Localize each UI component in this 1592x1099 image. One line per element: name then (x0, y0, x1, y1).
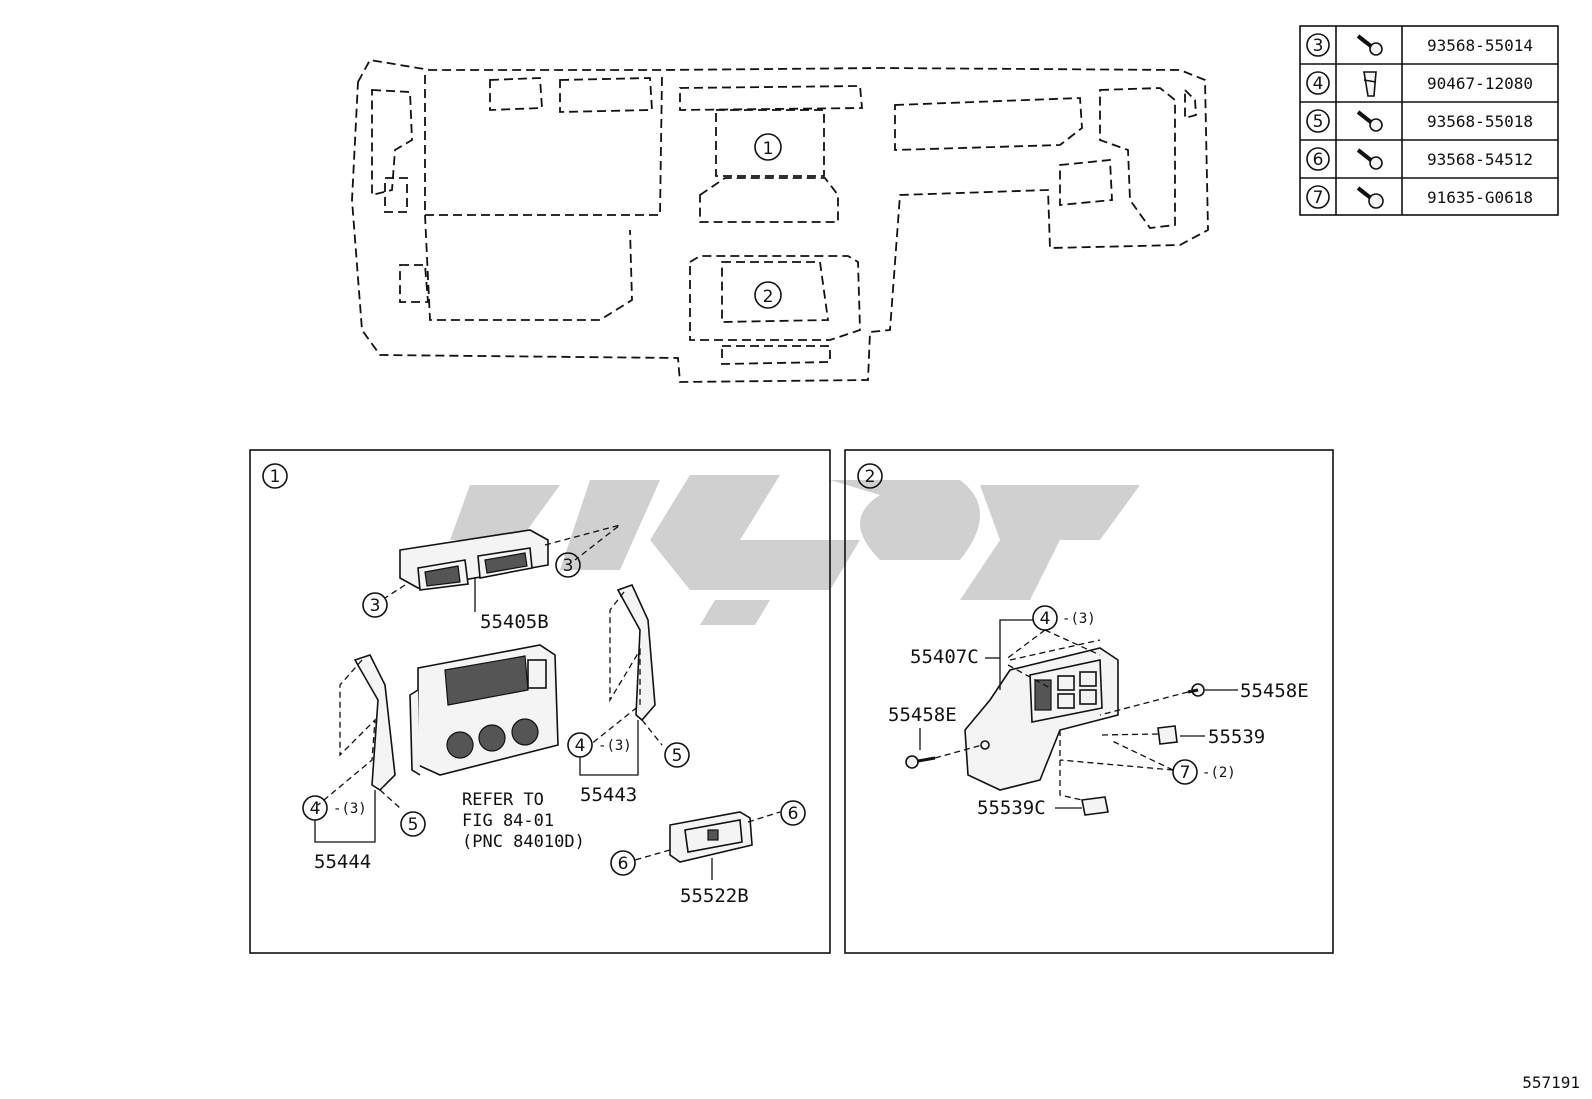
table-ref: 7 (1313, 188, 1324, 208)
callout-3: 3 (563, 556, 574, 576)
left-side-trim (353, 654, 396, 792)
table-row: 4 90467-12080 (1306, 71, 1533, 97)
cap-icon (1081, 796, 1109, 816)
overview-callout-1: 1 (763, 139, 774, 159)
center-cluster-panel (409, 644, 559, 776)
callout-6: 6 (618, 854, 629, 874)
detail-panel-1: 1 55405B 3 3 4 -(3) 5 55444 (249, 449, 831, 954)
clip-icon (1363, 71, 1377, 97)
refer-note-line3: (PNC 84010D) (462, 832, 585, 852)
table-ref: 5 (1313, 112, 1324, 132)
panel-1-tag: 1 (270, 467, 281, 487)
switch-bezel (669, 811, 753, 863)
callout-4: 4 (310, 799, 321, 819)
part-label-55522B: 55522B (680, 885, 749, 907)
part-label-55458E: 55458E (1240, 680, 1309, 702)
callout-4: 4 (1040, 609, 1051, 629)
part-label-55539C: 55539C (977, 797, 1046, 819)
callout-5: 5 (672, 746, 683, 766)
qty-label: -(3) (1062, 611, 1096, 627)
table-part-no: 91635-G0618 (1427, 188, 1533, 207)
part-label-55405B: 55405B (480, 611, 549, 633)
part-label-55444: 55444 (314, 851, 371, 873)
part-label-55407C: 55407C (910, 646, 979, 668)
watermark-logo (450, 475, 1140, 625)
qty-label: -(3) (333, 801, 367, 817)
screw-icon (1356, 34, 1383, 56)
center-vent-area (715, 109, 825, 177)
callout-5: 5 (408, 815, 419, 835)
lower-console-bezel (964, 647, 1119, 791)
callout-6: 6 (788, 804, 799, 824)
refer-note-line1: REFER TO (462, 790, 544, 810)
center-air-vent (399, 529, 549, 591)
table-ref: 4 (1313, 74, 1324, 94)
table-row: 7 91635-G0618 (1306, 185, 1533, 209)
cap-icon (1157, 725, 1178, 745)
callout-7: 7 (1180, 763, 1191, 783)
panel-2-tag: 2 (865, 467, 876, 487)
part-label-55458E: 55458E (888, 704, 957, 726)
part-label-55443: 55443 (580, 784, 637, 806)
qty-label: -(2) (1202, 765, 1236, 781)
screw-icon (1187, 683, 1205, 697)
table-ref: 3 (1313, 36, 1324, 56)
callout-4: 4 (575, 736, 586, 756)
table-row: 3 93568-55014 (1306, 33, 1533, 57)
screw-icon (1356, 186, 1384, 209)
table-part-no: 90467-12080 (1427, 74, 1533, 93)
qty-label: -(3) (598, 738, 632, 754)
table-row: 5 93568-55018 (1306, 109, 1533, 133)
dashboard-overview: 1 2 (351, 59, 1209, 383)
table-part-no: 93568-55014 (1427, 36, 1533, 55)
table-ref: 6 (1313, 150, 1324, 170)
lower-console-area (721, 261, 830, 323)
callout-3: 3 (370, 596, 381, 616)
fastener-table: 3 93568-55014 4 90467-12080 5 93568-5501 (1299, 25, 1559, 216)
right-side-trim (616, 583, 656, 722)
screw-icon (905, 755, 936, 769)
table-part-no: 93568-55018 (1427, 112, 1533, 131)
table-row: 6 93568-54512 (1306, 147, 1533, 171)
refer-note-line2: FIG 84-01 (462, 811, 554, 831)
part-label-55539: 55539 (1208, 726, 1265, 748)
overview-callout-2: 2 (763, 287, 774, 307)
table-part-no: 93568-54512 (1427, 150, 1533, 169)
diagram-id: 557191 (1522, 1073, 1580, 1092)
detail-panel-2: 2 4 -(3) 55407C 55458E (844, 449, 1334, 954)
screw-icon (1356, 148, 1383, 170)
screw-icon (1356, 110, 1383, 132)
